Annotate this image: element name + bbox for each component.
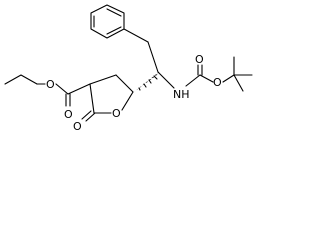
atom-carbamate-o-single: O <box>213 76 222 89</box>
bond-ethyl-ch3 <box>4 74 38 85</box>
phenyl-outline <box>90 4 125 39</box>
bond-o-carbonyl <box>55 83 69 95</box>
atom-ring-o: O <box>112 107 121 120</box>
bond-c3-c4 <box>89 74 117 85</box>
atom-ester-o-double: O <box>64 108 73 121</box>
tbutyl-methyls <box>233 56 253 92</box>
bond-c2-c3 <box>89 83 95 114</box>
bond-ch-ch2 <box>147 41 159 73</box>
lactone-ring <box>81 74 134 122</box>
bond-c5-o <box>121 91 134 111</box>
bond-ester-c-double-o <box>65 93 71 107</box>
hashed-stereo-bond <box>134 71 160 92</box>
bond-carbamate-c-double-o <box>197 64 203 76</box>
bond-ch2-phenyl <box>123 28 149 43</box>
benzyl-group <box>90 4 159 73</box>
atom-lactone-carbonyl-o: O <box>73 120 82 133</box>
hash-lines <box>138 75 158 91</box>
bond-nh-carbonyl <box>185 74 201 87</box>
chemical-structure: O O O O O O NH <box>4 4 253 133</box>
phenyl-inner-double-bonds <box>93 8 122 35</box>
bond-ester-c-ring <box>67 83 91 95</box>
atom-carbamate-o-double: O <box>195 53 204 66</box>
bond-c4-c5 <box>115 74 134 93</box>
bond-ch-nh <box>157 71 175 89</box>
bond-carbonyl-o <box>199 74 214 83</box>
ethyl-ester-group <box>4 74 91 107</box>
atom-nh: NH <box>173 88 190 101</box>
bond-c2-double-o <box>81 110 96 122</box>
bond-o-tbu <box>222 74 235 83</box>
boc-amine-group <box>157 56 253 92</box>
phenyl-ring <box>90 4 125 39</box>
atom-ester-o-single: O <box>46 78 55 91</box>
